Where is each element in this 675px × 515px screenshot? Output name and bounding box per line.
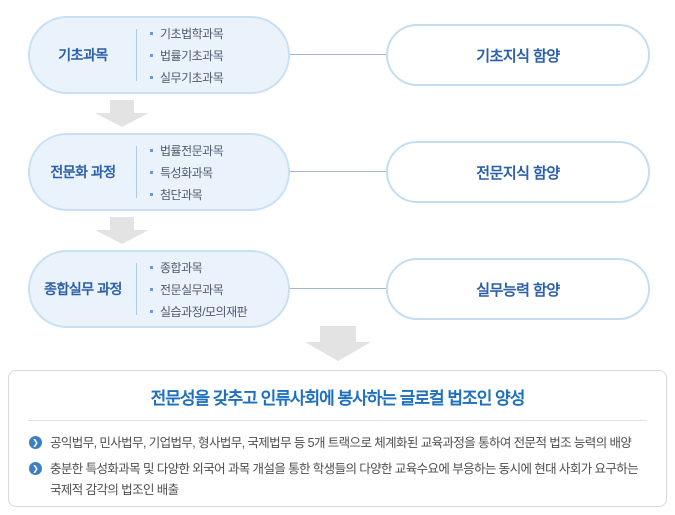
- course-list: 기초법학과목 법률기초과목 실무기초과목: [137, 25, 288, 86]
- bullet-dot-icon: [150, 31, 153, 35]
- divider: [136, 146, 137, 198]
- course-item-label: 특성화과목: [160, 165, 213, 180]
- bullet-dot-icon: [150, 75, 153, 79]
- goal-point: ❯ 충분한 특성화과목 및 다양한 외국어 과목 개설을 통한 학생들의 다양한…: [29, 459, 646, 500]
- connector-line: [290, 171, 386, 172]
- divider: [136, 263, 137, 315]
- outcome-pill-basic: 기초지식 함양: [386, 24, 650, 86]
- bullet-dot-icon: [150, 309, 153, 313]
- bullet-dot-icon: [150, 192, 153, 196]
- stage-pill-basic: 기초과목 기초법학과목 법률기초과목 실무기초과목: [28, 16, 290, 94]
- course-item-label: 첨단과목: [160, 187, 203, 202]
- arrow-stem: [320, 326, 356, 342]
- stage-label: 전문화 과정: [50, 164, 116, 180]
- course-item-label: 전문실무과목: [160, 282, 224, 297]
- connector-line: [290, 54, 386, 55]
- down-arrow-icon: [95, 217, 149, 244]
- goal-point-text: 공익법무, 민사법무, 기업법무, 형사법무, 국제법무 등 5개 트랙으로 체…: [50, 436, 632, 450]
- goal-point-text: 충분한 특성화과목 및 다양한 외국어 과목 개설을 통한 학생들의 다양한 교…: [50, 462, 639, 497]
- bullet-dot-icon: [150, 287, 153, 291]
- down-arrow-icon: [95, 100, 149, 127]
- course-item: 종합과목: [150, 259, 288, 276]
- course-item-label: 종합과목: [160, 260, 203, 275]
- course-item: 전문실무과목: [150, 281, 288, 298]
- arrow-head: [305, 342, 371, 361]
- course-item: 기초법학과목: [150, 25, 288, 42]
- goal-title: 전문성을 갖추고 인류사회에 봉사하는 글로컬 법조인 양성: [150, 389, 526, 408]
- stage-pill-specialization: 전문화 과정 법률전문과목 특성화과목 첨단과목: [28, 133, 290, 211]
- divider: [136, 29, 137, 81]
- course-item-label: 기초법학과목: [160, 26, 224, 41]
- course-item-label: 실무기초과목: [160, 70, 224, 85]
- bullet-dot-icon: [150, 148, 153, 152]
- course-item-label: 실습과정/모의재판: [160, 304, 248, 319]
- chevron-right-circle-icon: ❯: [29, 462, 42, 476]
- course-item: 법률전문과목: [150, 142, 288, 159]
- outcome-pill-practice: 실무능력 함양: [386, 258, 650, 320]
- goal-points: ❯ 공익법무, 민사법무, 기업법무, 형사법무, 국제법무 등 5개 트랙으로…: [9, 421, 666, 500]
- course-item-label: 법률전문과목: [160, 143, 224, 158]
- arrow-stem: [110, 100, 134, 113]
- course-item-label: 법률기초과목: [160, 48, 224, 63]
- stage-label: 종합실무 과정: [44, 281, 122, 297]
- course-item: 실무기초과목: [150, 69, 288, 86]
- stage-label: 기초과목: [58, 47, 108, 63]
- chevron-right-circle-icon: ❯: [29, 436, 42, 449]
- bullet-dot-icon: [150, 53, 153, 57]
- bullet-dot-icon: [150, 265, 153, 269]
- stage-pill-practice: 종합실무 과정 종합과목 전문실무과목 실습과정/모의재판: [28, 250, 290, 328]
- arrow-head: [95, 230, 149, 244]
- course-list: 법률전문과목 특성화과목 첨단과목: [137, 142, 288, 203]
- big-down-arrow-icon: [305, 326, 371, 361]
- arrow-stem: [110, 217, 134, 230]
- outcome-pill-specialization: 전문지식 함양: [386, 141, 650, 203]
- course-item: 법률기초과목: [150, 47, 288, 64]
- goal-point: ❯ 공익법무, 민사법무, 기업법무, 형사법무, 국제법무 등 5개 트랙으로…: [29, 433, 646, 453]
- arrow-head: [95, 113, 149, 127]
- course-item: 특성화과목: [150, 164, 288, 181]
- course-item: 첨단과목: [150, 186, 288, 203]
- course-item: 실습과정/모의재판: [150, 303, 288, 320]
- divider: [28, 420, 647, 421]
- connector-line: [290, 288, 386, 289]
- course-list: 종합과목 전문실무과목 실습과정/모의재판: [137, 259, 288, 320]
- bullet-dot-icon: [150, 170, 153, 174]
- goal-box: 전문성을 갖추고 인류사회에 봉사하는 글로컬 법조인 양성 ❯ 공익법무, 민…: [8, 370, 667, 507]
